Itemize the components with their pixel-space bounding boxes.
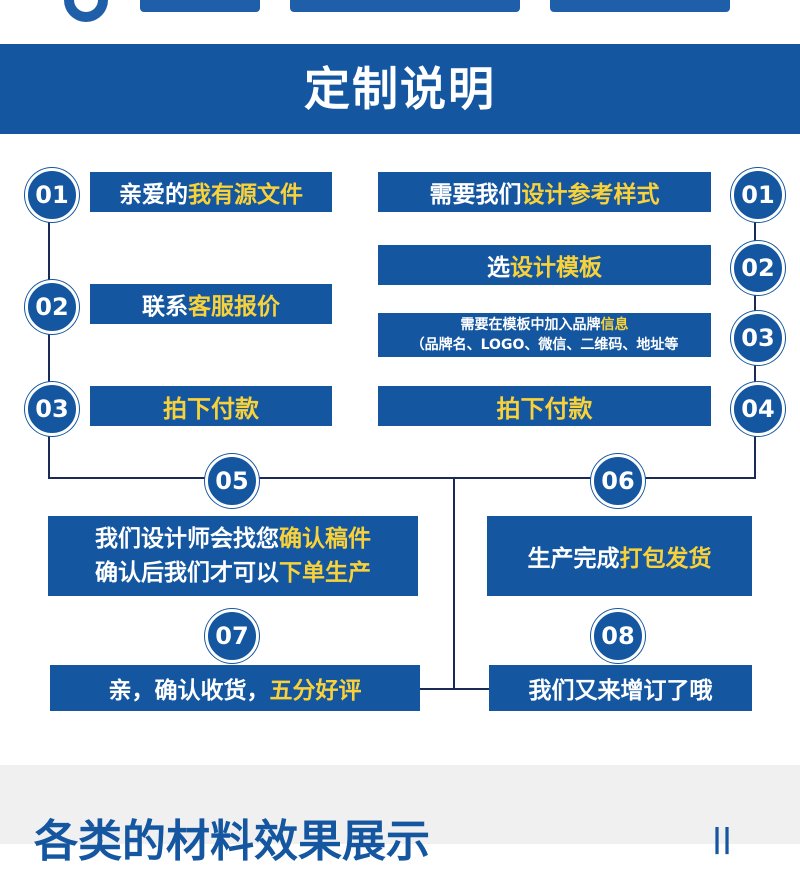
step-number-badge: 08 [591, 609, 645, 663]
step-text: 确认后我们才可以 [95, 560, 279, 586]
step-text: 生产完成 [527, 546, 620, 572]
bottom-connector-line [420, 688, 490, 690]
step-highlight: 五分好评 [269, 678, 362, 704]
step-box-ship: 生产完成打包发货 [487, 516, 752, 596]
step-box-brand-info: 需要在模板中加入品牌信息 （品牌名、LOGO、微信、二维码、地址等 [378, 313, 711, 357]
footer-band [0, 765, 800, 844]
step-number-badge: 02 [25, 280, 79, 334]
step-text: 亲爱的 [119, 182, 188, 208]
merge-connector-line [48, 477, 756, 479]
step-box-reorder: 我们又来增订了哦 [489, 665, 752, 711]
step-number-badge: 01 [731, 168, 785, 222]
step-box-contact-service: 联系客服报价 [90, 284, 332, 324]
step-box-need-design: 需要我们设计参考样式 [378, 172, 711, 212]
step-highlight: 信息 [600, 317, 629, 333]
step-box-have-source: 亲爱的我有源文件 [90, 172, 332, 212]
brand-logo-icon [64, 0, 108, 22]
step-text-line: 需要在模板中加入品牌信息 [461, 315, 629, 335]
step-text: 选 [487, 255, 510, 281]
step-highlight: 设计参考样式 [521, 182, 660, 208]
step-highlight: 确认稿件 [279, 526, 371, 552]
cropped-heading-fragment [290, 0, 520, 12]
top-banner-strip [0, 0, 800, 30]
step-number-badge: 03 [25, 382, 79, 436]
section-title: 各类的材料效果展示 [34, 816, 430, 867]
step-text: 亲，确认收货， [108, 678, 270, 704]
step-number-badge: 04 [731, 382, 785, 436]
header-band [0, 44, 800, 134]
step-highlight: 打包发货 [619, 546, 712, 572]
step-text: （品牌名、LOGO、微信、二维码、地址等 [410, 337, 679, 353]
page-title: 定制说明 [304, 62, 496, 116]
step-text: 我们设计师会找您 [95, 526, 279, 552]
step-highlight: 设计模板 [510, 255, 602, 281]
step-highlight: 拍下付款 [163, 394, 259, 423]
step-number-badge: 05 [205, 454, 259, 508]
step-box-pay-left: 拍下付款 [90, 386, 332, 426]
step-box-review: 亲，确认收货，五分好评 [50, 665, 420, 711]
step-highlight: 拍下付款 [496, 394, 593, 423]
step-highlight: 我有源文件 [188, 182, 303, 208]
cropped-heading-fragment [140, 0, 260, 12]
cropped-heading-fragment [550, 0, 730, 12]
step-text: 我们又来增订了哦 [528, 678, 713, 704]
step-number-badge: 06 [591, 454, 645, 508]
step-text: 需要在模板中加入品牌 [460, 317, 601, 333]
step-text: 需要我们 [429, 182, 522, 208]
step-text: 联系 [142, 294, 188, 320]
step-number-badge: 03 [731, 311, 785, 365]
step-highlight: 客服报价 [188, 294, 280, 320]
step-highlight: 下单生产 [279, 560, 371, 586]
step-number-badge: 01 [25, 168, 79, 222]
left-connector-line [48, 192, 50, 479]
step-text-line: 确认后我们才可以下单生产 [95, 556, 371, 590]
step-box-confirm-draft: 我们设计师会找您确认稿件 确认后我们才可以下单生产 [48, 516, 418, 596]
step-number-badge: 02 [731, 241, 785, 295]
step-box-choose-template: 选设计模板 [378, 245, 711, 285]
step-text-line: 我们设计师会找您确认稿件 [95, 522, 371, 556]
step-box-pay-right: 拍下付款 [378, 386, 711, 426]
decorative-mark: ll [712, 822, 733, 863]
center-connector-line [453, 477, 455, 689]
step-number-badge: 07 [205, 609, 259, 663]
